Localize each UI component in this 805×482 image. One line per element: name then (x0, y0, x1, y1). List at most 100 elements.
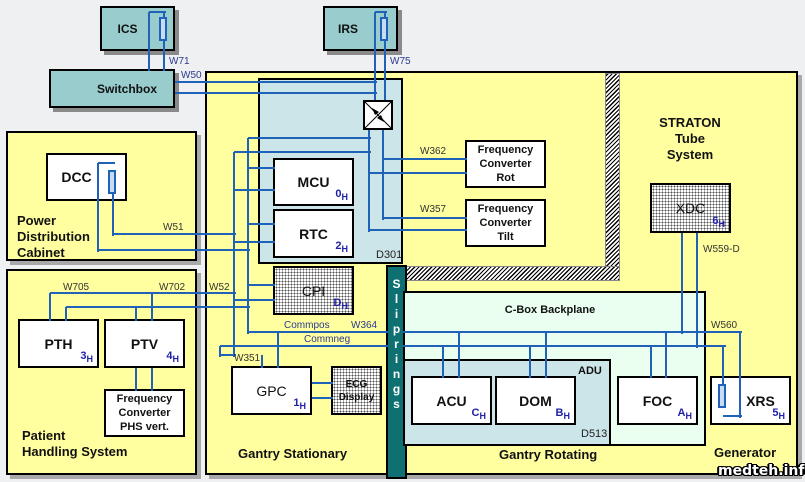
wire-label-w357: W357 (420, 204, 447, 215)
w702-wire (151, 293, 153, 321)
foc-label: FOC (642, 392, 673, 409)
bus-wire (234, 241, 275, 243)
pth-module[interactable]: PTH 3H (18, 319, 99, 368)
cpi-module[interactable]: CPI DH (273, 266, 354, 315)
d513-label: D513 (581, 428, 608, 440)
bus-coupler-icon (363, 100, 393, 130)
backplane-wire (403, 345, 726, 347)
w362-wire (383, 158, 467, 160)
xrs-terminator-icon (718, 384, 726, 408)
ecg-wire (312, 397, 333, 399)
wire-label-w75: W75 (390, 56, 411, 67)
bus-wire (234, 299, 275, 301)
dom-module[interactable]: DOM BH (495, 376, 576, 425)
ecg-wire (312, 382, 333, 384)
dcc-label: DCC (61, 169, 92, 185)
frequency-converter-rot[interactable]: Frequency Converter Rot (465, 140, 546, 188)
generator-label: Generator (714, 445, 777, 460)
w75-wire (384, 41, 386, 102)
w51-wire (98, 162, 115, 164)
frequency-converter-tilt-label: Frequency Converter Tilt (477, 203, 534, 243)
wire-label-w364: W364 (351, 320, 378, 331)
commneg-wire (220, 354, 236, 356)
backplane-wire (403, 331, 742, 333)
xdc-module[interactable]: XDC 6H (650, 183, 731, 233)
ptv-label: PTV (130, 335, 159, 352)
bus-wire (233, 152, 235, 357)
wire-label-w362: W362 (420, 146, 447, 157)
frequency-converter-phs-vert[interactable]: Frequency Converter PHS vert. (104, 389, 185, 437)
wire-label-w51: W51 (163, 222, 184, 233)
bus-wire (234, 189, 275, 191)
w357-wire (383, 217, 467, 219)
dom-wire (529, 346, 531, 378)
rotation-boundary-hatch-horizontal (401, 266, 620, 281)
ics-label: ICS (117, 21, 138, 36)
gantry-rotating-label: Gantry Rotating (499, 447, 598, 462)
acu-module[interactable]: ACU CH (411, 376, 492, 425)
acu-label: ACU (436, 392, 467, 409)
w702-wire (65, 307, 67, 321)
wire-label-commpos: Commpos (284, 320, 330, 331)
w75-wire (375, 11, 387, 13)
dom-address: BH (555, 407, 570, 421)
w560-wire (739, 332, 741, 418)
wire-label-w559d: W559-D (703, 244, 740, 255)
mcu-module[interactable]: MCU 0H (273, 158, 354, 206)
wire-label-w702: W702 (159, 282, 186, 293)
gpc-label: GPC (256, 382, 287, 399)
gpc-address: 1H (293, 397, 306, 411)
bus-wire (248, 137, 371, 139)
ecg-display-label: ECG Display (338, 378, 375, 403)
switchbox-module[interactable]: Switchbox (49, 69, 175, 108)
w51-wire (112, 194, 114, 236)
foc-module[interactable]: FOC AH (617, 376, 698, 425)
ptv-module[interactable]: PTV 4H (104, 319, 185, 368)
bus-wire (234, 151, 371, 153)
frequency-converter-tilt[interactable]: Frequency Converter Tilt (465, 199, 546, 247)
foc-wire (665, 332, 667, 378)
w702-wire (66, 306, 250, 308)
w357-wire (369, 229, 467, 231)
wire-label-w50: W50 (181, 70, 202, 81)
mcu-label: MCU (297, 174, 330, 190)
mcu-address: 0H (335, 188, 348, 202)
w51-wire (113, 233, 236, 235)
w705-wire (50, 292, 236, 294)
cpi-address: DH (333, 297, 348, 311)
frequency-converter-rot-label: Frequency Converter Rot (477, 144, 534, 184)
w71-wire (163, 41, 165, 71)
w75-wire (374, 12, 376, 102)
wire-label-commneg: Commneg (304, 334, 351, 345)
w75-wire (384, 12, 386, 19)
frequency-converter-phs-vert-label: Frequency Converter PHS vert. (116, 393, 173, 433)
irs-terminator-icon (380, 17, 388, 41)
w702-wire (135, 307, 137, 321)
rtc-module[interactable]: RTC 2H (273, 209, 354, 258)
d301-label: D301 (376, 249, 403, 261)
xdc-address: 6H (712, 215, 725, 229)
commneg-wire (219, 346, 221, 357)
w560-wire (722, 346, 724, 386)
ecg-display-module[interactable]: ECG Display (331, 366, 382, 415)
acu-wire (442, 346, 444, 378)
gpc-module[interactable]: GPC 1H (231, 366, 312, 415)
w51-wire (97, 163, 99, 252)
dom-label: DOM (519, 392, 552, 409)
bus-wire (248, 223, 275, 225)
commneg-wire (220, 345, 388, 347)
sliprings-label: S l i p r i n g s (392, 277, 401, 411)
commpos-wire (248, 331, 388, 333)
watermark: medteh.info (718, 463, 805, 479)
foc-address: AH (677, 407, 692, 421)
w559d-wire (681, 233, 683, 334)
phs-wire (151, 368, 153, 391)
ptv-address: 4H (166, 350, 179, 364)
w351-wire (261, 355, 263, 368)
rtc-label: RTC (299, 225, 328, 242)
xrs-label: XRS (746, 392, 775, 409)
phs-wire (135, 368, 137, 391)
acu-wire (458, 332, 460, 378)
pth-label: PTH (44, 335, 73, 352)
dom-wire (545, 332, 547, 378)
